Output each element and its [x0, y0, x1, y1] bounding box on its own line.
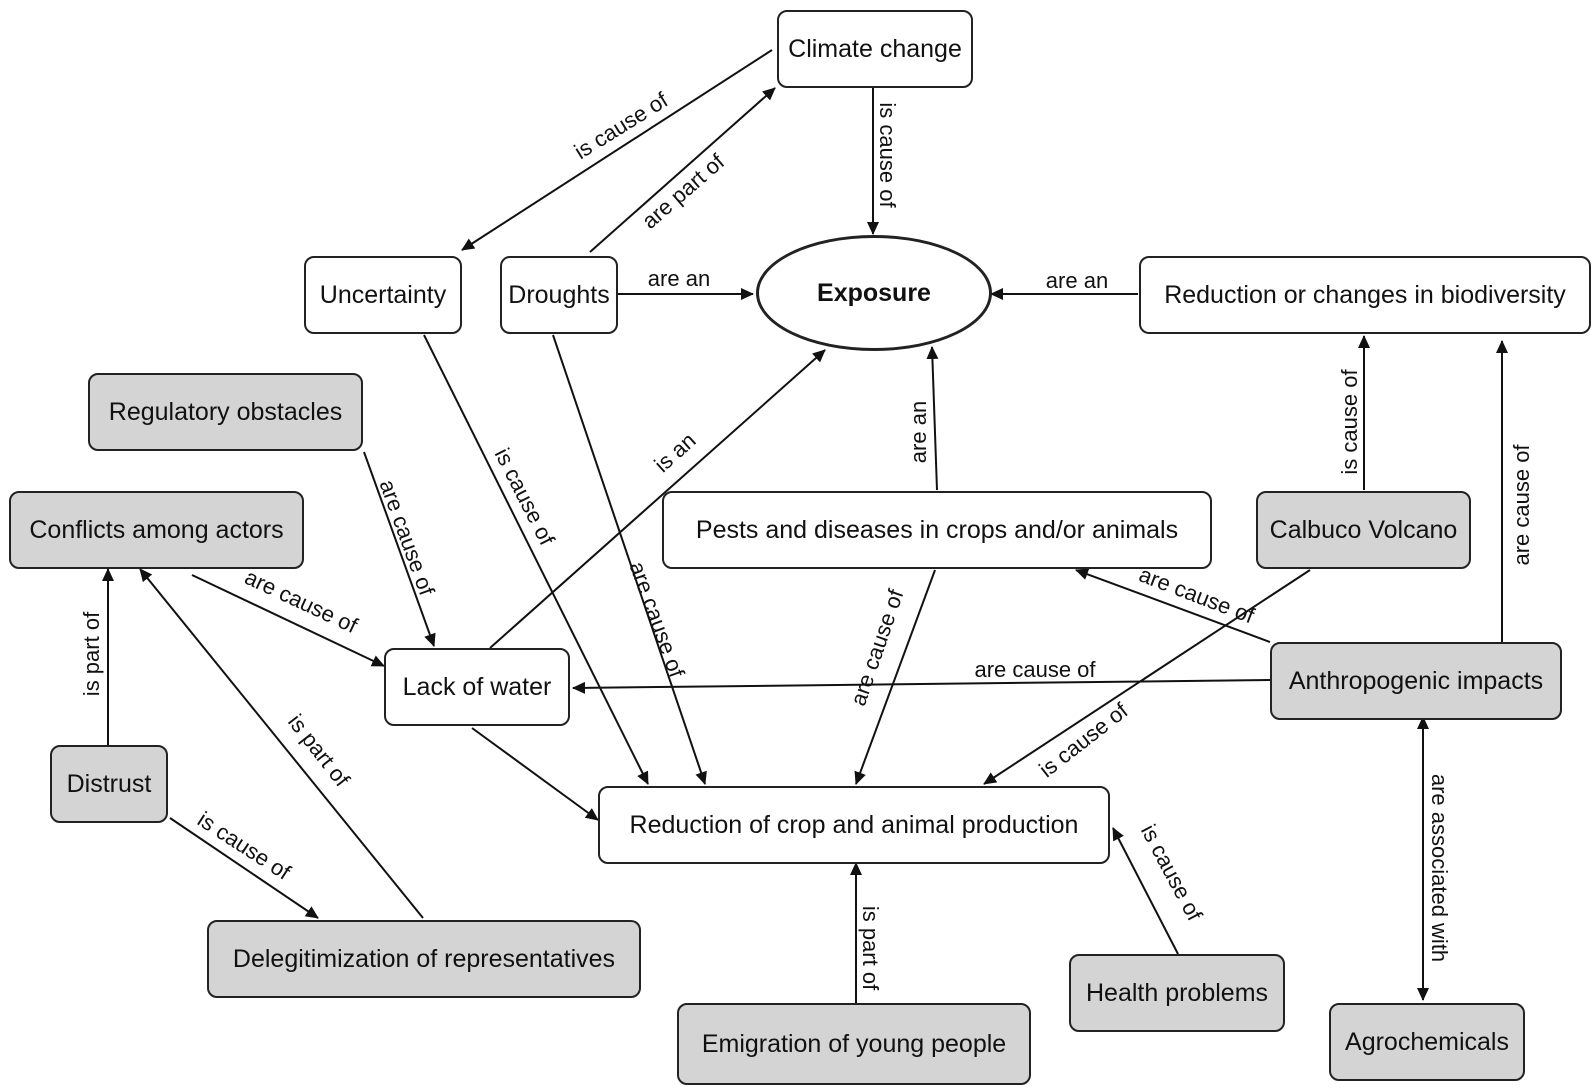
edge-label-calbuco-reduction: is cause of — [1034, 697, 1133, 782]
edge-pests-exposure — [926, 346, 939, 491]
edge-uncertainty-reduction — [423, 334, 649, 785]
edge-label-cc-uncertainty: is cause of — [570, 87, 673, 164]
edge-pests-reduction — [854, 569, 936, 785]
edge-distrust-deleg — [169, 817, 319, 919]
edge-label-cc-exposure: is cause of — [875, 102, 900, 208]
edge-label-deleg-conflicts: is part of — [283, 709, 355, 792]
edge-label-anthro-biodiv: are cause of — [1509, 444, 1534, 566]
edge-label-anthro-water: are cause of — [974, 657, 1096, 682]
edge-droughts-reduction — [552, 334, 707, 785]
edge-label-distrust-deleg: is cause of — [193, 807, 296, 886]
node-health-problems: Health problems — [1069, 954, 1285, 1032]
edge-label-biodiv-exposure: are an — [1046, 268, 1108, 293]
node-reduction-production: Reduction of crop and animal production — [598, 786, 1110, 864]
node-calbuco-volcano: Calbuco Volcano — [1256, 491, 1471, 569]
edge-label-distrust-conflicts: is part of — [79, 611, 104, 696]
edge-label-calbuco-biodiv: is cause of — [1337, 369, 1362, 475]
node-agrochemicals: Agrochemicals — [1329, 1003, 1525, 1081]
edge-health-reduction — [1112, 827, 1179, 955]
edge-label-uncert-reduction: is cause of — [490, 444, 560, 550]
node-conflicts-among-actors: Conflicts among actors — [9, 491, 304, 569]
edge-label-droughts-cc: are part of — [637, 148, 730, 233]
edge-water-reduction — [471, 727, 599, 821]
edge-label-emigration-reduction: is part of — [858, 906, 883, 991]
node-delegitimization: Delegitimization of representatives — [207, 920, 641, 998]
edge-label-droughts-reduction: are cause of — [625, 558, 690, 681]
node-regulatory-obstacles: Regulatory obstacles — [88, 373, 363, 451]
node-pests-diseases: Pests and diseases in crops and/or anima… — [662, 491, 1212, 569]
edge-calbuco-reduction — [983, 569, 1311, 785]
edge-droughts-climate — [589, 87, 776, 253]
edge-conflicts-water — [191, 574, 385, 667]
node-anthropogenic-impacts: Anthropogenic impacts — [1270, 642, 1562, 720]
edge-label-regulatory-water: are cause of — [375, 476, 440, 599]
edge-label-water-exposure: is an — [649, 428, 700, 478]
node-distrust: Distrust — [50, 745, 168, 823]
node-droughts: Droughts — [500, 256, 618, 334]
edge-anthro-water — [572, 679, 1271, 694]
edge-label-health-reduction: is cause of — [1136, 820, 1208, 925]
edge-label-pests-exposure: are an — [906, 401, 931, 463]
edge-label-droughts-exposure: are an — [648, 266, 710, 291]
edge-water-exposure — [489, 349, 826, 649]
edge-label-pests-reduction: are cause of — [845, 585, 908, 708]
node-biodiversity: Reduction or changes in biodiversity — [1139, 256, 1591, 334]
edge-anthro-pests — [1075, 568, 1271, 643]
node-emigration: Emigration of young people — [677, 1003, 1031, 1085]
edge-label-anthro-pests: are cause of — [1136, 562, 1259, 629]
node-exposure: Exposure — [756, 235, 992, 351]
node-climate-change: Climate change — [777, 10, 973, 88]
node-lack-of-water: Lack of water — [384, 648, 570, 726]
edge-label-anthro-agro: are associated with — [1427, 774, 1452, 962]
edge-climate-uncertainty — [461, 49, 773, 251]
edge-regulatory-water — [363, 451, 436, 647]
node-uncertainty: Uncertainty — [304, 256, 462, 334]
edge-deleg-conflicts — [139, 568, 424, 919]
